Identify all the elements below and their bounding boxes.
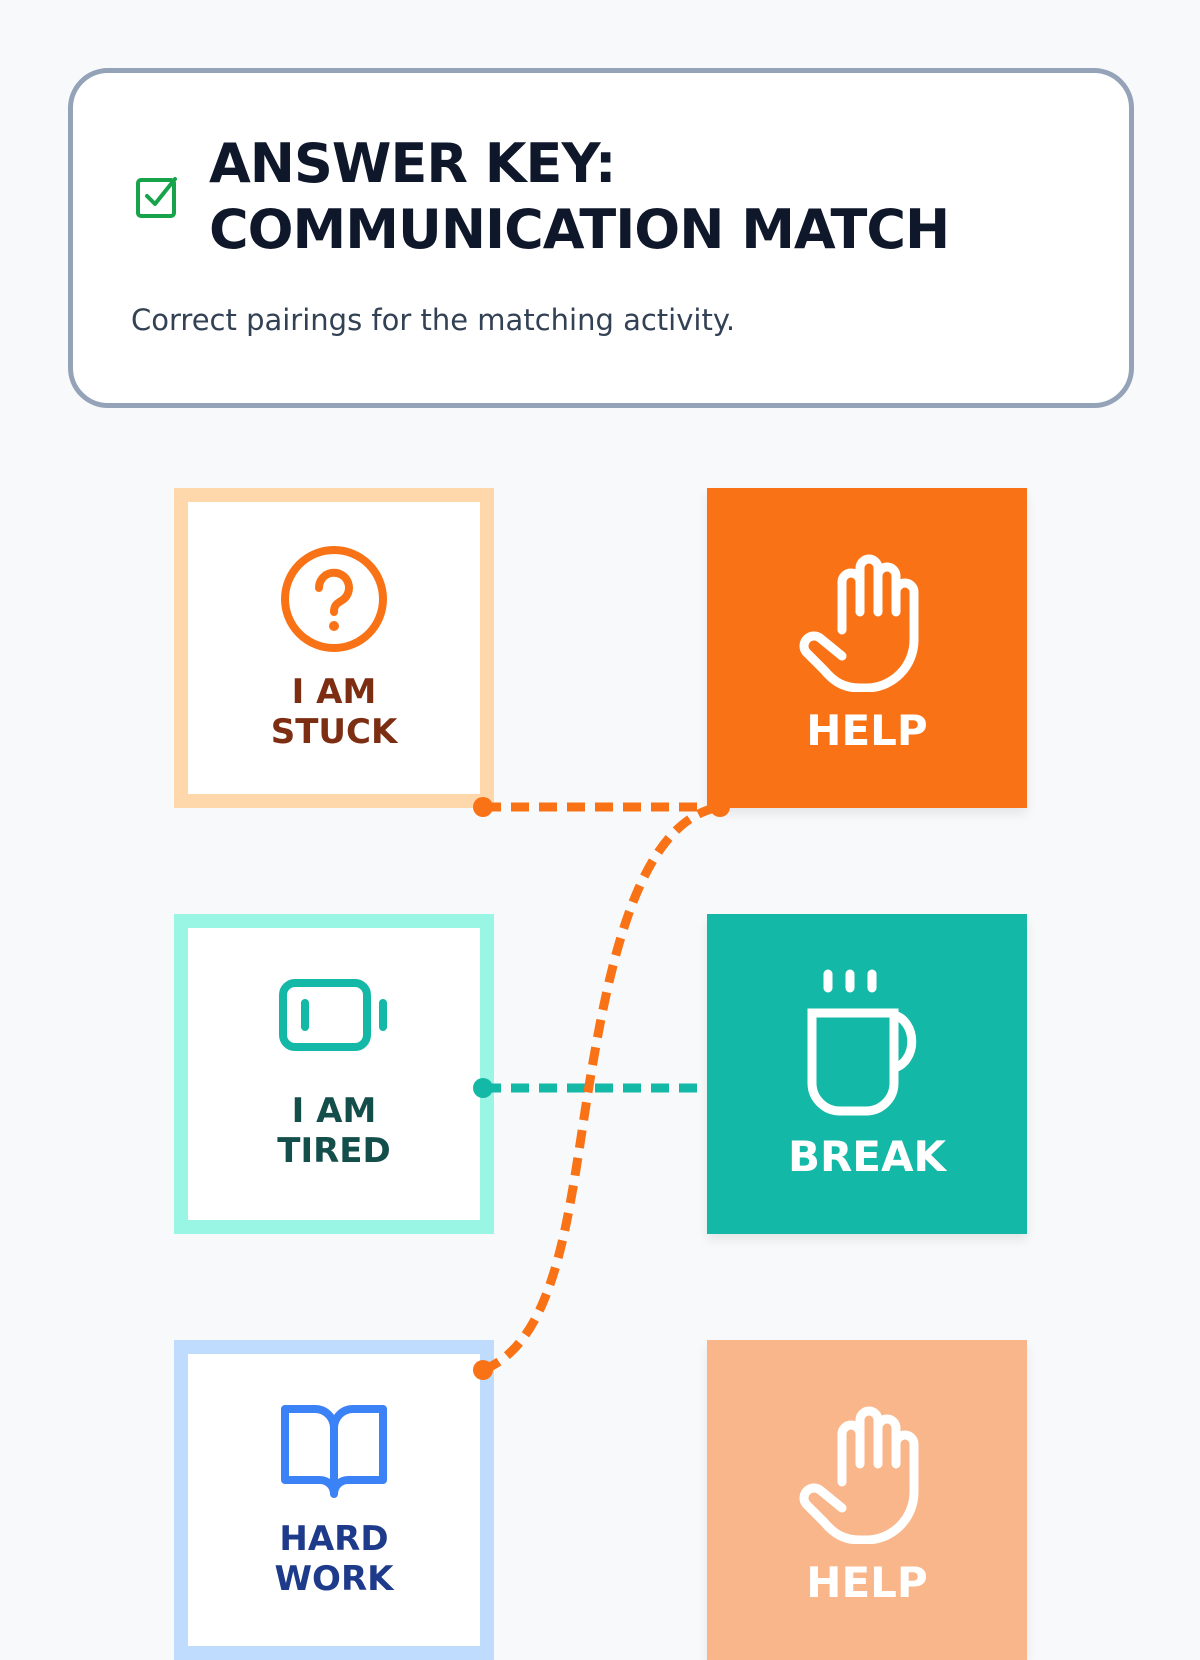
coffee-icon [807, 969, 917, 1115]
book-open-icon [281, 1405, 387, 1498]
card-label: HELP [806, 1557, 928, 1607]
connector-tired-break [473, 1078, 707, 1098]
hand-icon [799, 554, 919, 692]
card-break[interactable]: BREAK [707, 914, 1027, 1234]
battery-low-icon [279, 979, 387, 1051]
card-label: BREAK [787, 1131, 947, 1181]
page-title: ANSWER KEY: COMMUNICATION MATCH [209, 131, 950, 263]
connector-stuck-help [473, 797, 730, 817]
hand-icon [799, 1406, 919, 1544]
header-card: ANSWER KEY: COMMUNICATION MATCH Correct … [68, 68, 1134, 408]
card-label: HELP [806, 705, 928, 755]
title-line-1: ANSWER KEY: [209, 132, 616, 195]
title-line-2: COMMUNICATION MATCH [209, 198, 950, 261]
card-help-faded[interactable]: HELP [707, 1340, 1027, 1660]
subtitle: Correct pairings for the matching activi… [131, 303, 736, 337]
card-help[interactable]: HELP [707, 488, 1027, 808]
connector-hardwork-help [473, 802, 721, 1380]
check-square-icon [136, 177, 177, 218]
question-circle-icon [281, 546, 387, 652]
